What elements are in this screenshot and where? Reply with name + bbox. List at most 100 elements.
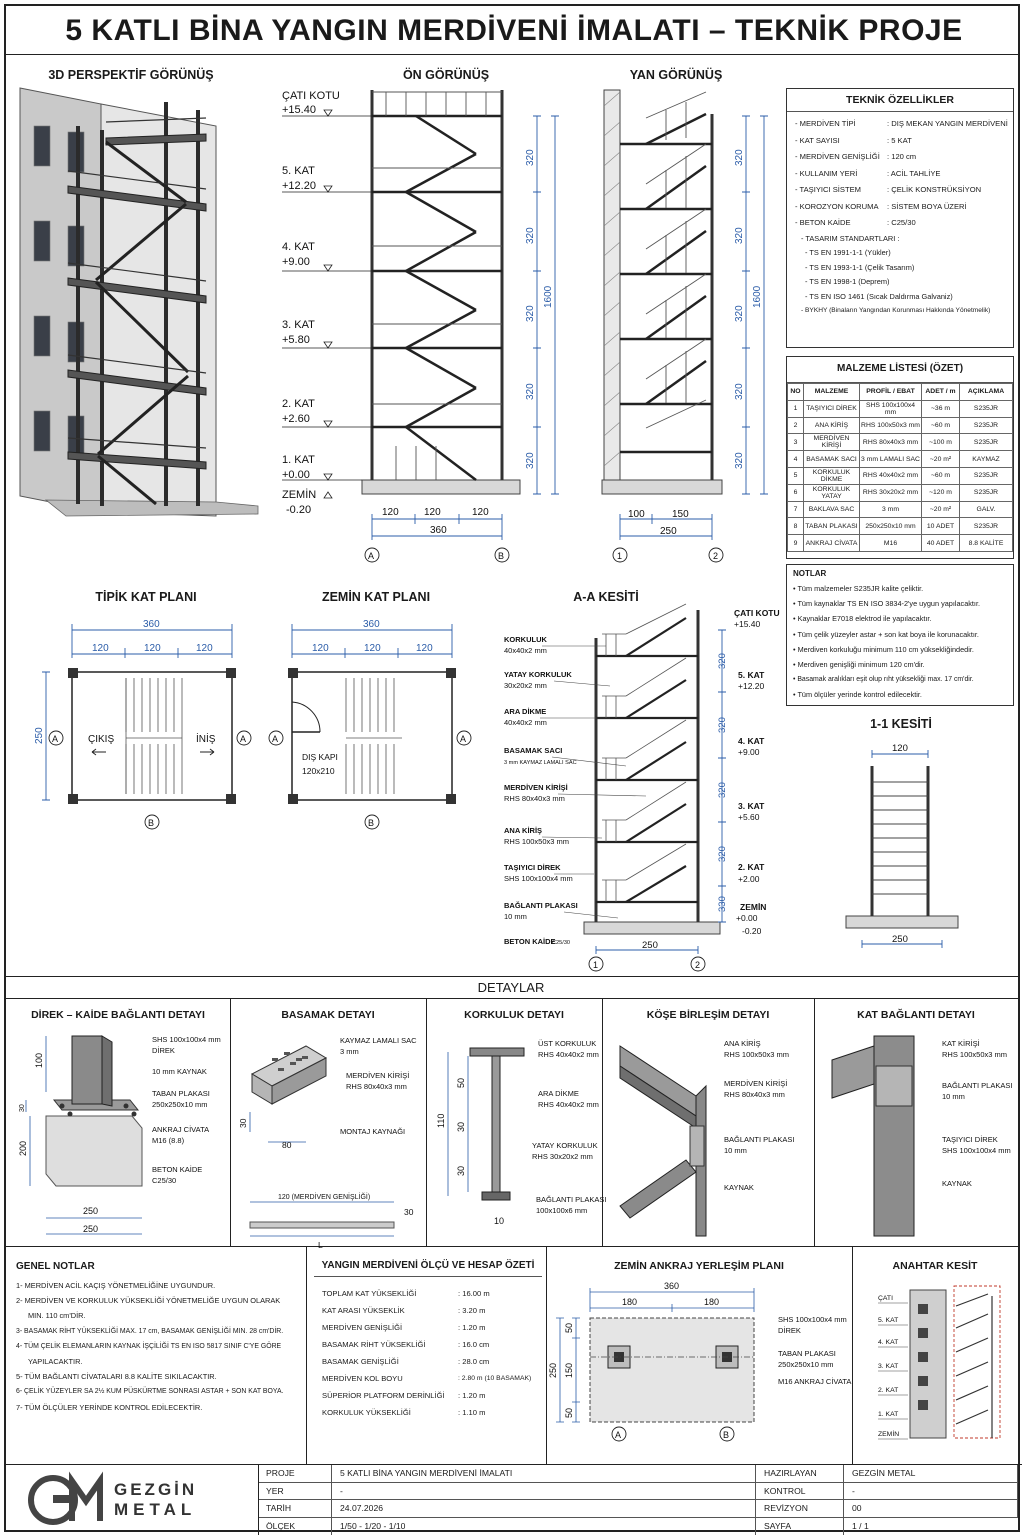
note-item: Basamak aralıkları eşit olup rıht yüksek… xyxy=(793,672,1007,687)
sec-dim-1: 320 xyxy=(717,653,728,669)
d4-lbl-0: ANA KİRİŞ xyxy=(724,1039,761,1048)
d5-lbl-1: RHS 100x50x3 mm xyxy=(942,1050,1007,1059)
gnd-plan-axis-b: B xyxy=(368,818,374,828)
d3-lbl-4: YATAY KORKULUK xyxy=(532,1141,598,1150)
front-axis-b: B xyxy=(498,551,504,561)
d1-dim-1: 30 xyxy=(19,1104,26,1112)
general-notes-title: GENEL NOTLAR xyxy=(16,1261,95,1272)
key-lvl-1: 5. KAT xyxy=(878,1317,898,1324)
perspective-title: 3D PERSPEKTİF GÖRÜNÜŞ xyxy=(48,68,214,82)
sheet-title: 5 KATLI BİNA YANGIN MERDİVENİ İMALATI – … xyxy=(65,14,963,47)
standard-item: - TS EN 1993-1-1 (Çelik Tasarım) xyxy=(805,262,915,272)
front-dim-floor-3: 320 xyxy=(525,305,536,322)
d1-lbl-8: C25/30 xyxy=(152,1176,176,1185)
tb-yer-lbl: YER xyxy=(258,1482,332,1500)
calc-row: MERDİVEN GENİŞLİĞİ: 1.20 m xyxy=(322,1323,486,1332)
note-item: Kaynaklar E7018 elektrod ile yapılacaktı… xyxy=(793,611,1007,626)
plan-door-size: 120x210 xyxy=(302,766,335,776)
d3-lbl-5: RHS 30x20x2 mm xyxy=(532,1152,593,1161)
company-name-1: GEZGİN xyxy=(114,1480,198,1499)
sec11-dim-top: 120 xyxy=(892,743,908,754)
detail-2-title: BASAMAK DETAYI xyxy=(281,1009,375,1021)
side-dim-bay-2: 150 xyxy=(672,509,689,520)
typ-plan-dim-total: 360 xyxy=(143,619,160,630)
anchor-axis-b: B xyxy=(723,1430,729,1440)
typ-plan-axis-a-right: A xyxy=(240,734,246,744)
sec-dim-4: 320 xyxy=(717,846,728,862)
d5-lbl-6: KAYNAK xyxy=(942,1179,972,1188)
tb-revizyon: 00 xyxy=(844,1500,1018,1518)
anchor-dim-4: 150 xyxy=(564,1363,574,1378)
d3-lbl-0: ÜST KORKULUK xyxy=(538,1039,596,1048)
spec-row: TAŞIYICI SİSTEM: ÇELİK KONSTRÜKSİYON xyxy=(787,182,1013,199)
key-lvl-3: 3. KAT xyxy=(878,1363,898,1370)
key-lvl-2: 4. KAT xyxy=(878,1339,898,1346)
note-item: Tüm malzemeler S235JR kalite çeliktir. xyxy=(793,581,1007,596)
sec-lvl-0-elev: +15.40 xyxy=(734,619,761,629)
sec-lbl-2-spec: 40x40x2 mm xyxy=(504,718,547,727)
sec-dim-2: 320 xyxy=(717,717,728,733)
typ-plan-dim-3: 120 xyxy=(196,643,213,654)
d2-lbl-2: MERDİVEN KİRİŞİ xyxy=(346,1071,409,1080)
front-view-drawing: ÇATI KOTU+15.40 5. KAT+12.20 4. KAT+9.00… xyxy=(282,90,559,563)
note-item: Merdiven genişliği minimum 120 cm'dir. xyxy=(793,657,1007,672)
specs-list: MERDİVEN TİPİ: DIŞ MEKAN YANGIN MERDİVEN… xyxy=(787,112,1013,319)
sec-lvl-4-elev: +2.00 xyxy=(738,874,760,884)
d4-lbl-2: MERDİVEN KİRİŞİ xyxy=(724,1079,787,1088)
sec-axis-1: 1 xyxy=(593,960,598,970)
ground-plan-title: ZEMİN KAT PLANI xyxy=(321,590,431,604)
sec-lbl-1-spec: 30x20x2 mm xyxy=(504,681,547,690)
standard-item: - TS EN ISO 1461 (Sıcak Daldırma Galvani… xyxy=(805,291,953,301)
front-view-title: ÖN GÖRÜNÜŞ xyxy=(402,68,490,82)
front-level-5-elev: +0.00 xyxy=(282,469,310,481)
anchor-and-key-drawing: 360 180 180 250 150 50 50 SHS 100x100x4 … xyxy=(548,1281,1001,1442)
bykhy-item: - BYKHY (Binaların Yangından Korunması H… xyxy=(801,307,991,315)
detail-5-title: KAT BAĞLANTI DETAYI xyxy=(857,1009,975,1021)
side-dim-floor-4: 320 xyxy=(734,383,745,400)
section-11-title: 1-1 KESİTİ xyxy=(870,717,932,731)
standard-item: - TS EN 1998-1 (Deprem) xyxy=(805,277,890,287)
d1-dim-2: 200 xyxy=(18,1141,28,1156)
front-level-1-elev: +12.20 xyxy=(282,180,316,192)
sec-axis-2: 2 xyxy=(695,960,700,970)
d3-dim-4: 10 xyxy=(494,1216,504,1226)
gnd-plan-dim-1: 120 xyxy=(312,643,329,654)
sec-lbl-5-spec: RHS 100x50x3 mm xyxy=(504,837,569,846)
general-note-item: 3- BASAMAK RİHT YÜKSEKLİĞİ MAX. 17 cm, B… xyxy=(16,1327,284,1335)
sec-lvl-1-name: 5. KAT xyxy=(738,670,765,680)
d1-lbl-7: BETON KAİDE xyxy=(152,1165,202,1174)
tb-yer: - xyxy=(332,1482,756,1500)
calc-row: KORKULUK YÜKSEKLİĞİ: 1.10 m xyxy=(322,1408,486,1417)
front-dim-total: 1600 xyxy=(543,285,554,308)
front-dim-bay-1: 120 xyxy=(382,507,399,518)
spec-row: KAT SAYISI: 5 KAT xyxy=(787,133,1013,150)
company-logo-icon xyxy=(28,1471,103,1525)
tb-tarih: 24.07.2026 xyxy=(332,1500,756,1518)
anchor-dim-0: 360 xyxy=(664,1281,679,1291)
d5-lbl-3: 10 mm xyxy=(942,1092,965,1101)
d2-lbl-0: KAYMAZ LAMALI SAC xyxy=(340,1036,417,1045)
d2-dim-0: 30 xyxy=(238,1118,248,1128)
typ-plan-axis-b: B xyxy=(148,818,154,828)
spec-row: BETON KAİDE: C25/30 xyxy=(787,215,1013,232)
anchor-dim-3: 250 xyxy=(548,1363,558,1378)
sec11-dim-bottom: 250 xyxy=(892,934,908,945)
specs-title: TEKNİK ÖZELLİKLER xyxy=(787,89,1013,112)
note-item: Tüm kaynaklar TS EN ISO 3834-2'ye uygun … xyxy=(793,596,1007,611)
anchor-plan-title: ZEMİN ANKRAJ YERLEŞİM PLANI xyxy=(614,1260,784,1272)
general-note-item: 5- TÜM BAĞLANTI CİVATALARI 8.8 KALİTE SI… xyxy=(16,1372,217,1382)
side-dim-bay-1: 100 xyxy=(628,509,645,520)
d2-lbl-1: 3 mm xyxy=(340,1047,359,1056)
d3-lbl-1: RHS 40x40x2 mm xyxy=(538,1050,599,1059)
sec-lvl-2-name: 4. KAT xyxy=(738,736,765,746)
standard-item: - TS EN 1991-1-1 (Yükler) xyxy=(805,248,891,258)
d1-dim-3: 250 xyxy=(83,1206,98,1216)
gnd-plan-dim-2: 120 xyxy=(364,643,381,654)
sec-lbl-3-spec: 3 mm KAYMAZ LAMALI SAC xyxy=(504,760,577,766)
sec-lbl-1-name: YATAY KORKULUK xyxy=(504,670,572,679)
